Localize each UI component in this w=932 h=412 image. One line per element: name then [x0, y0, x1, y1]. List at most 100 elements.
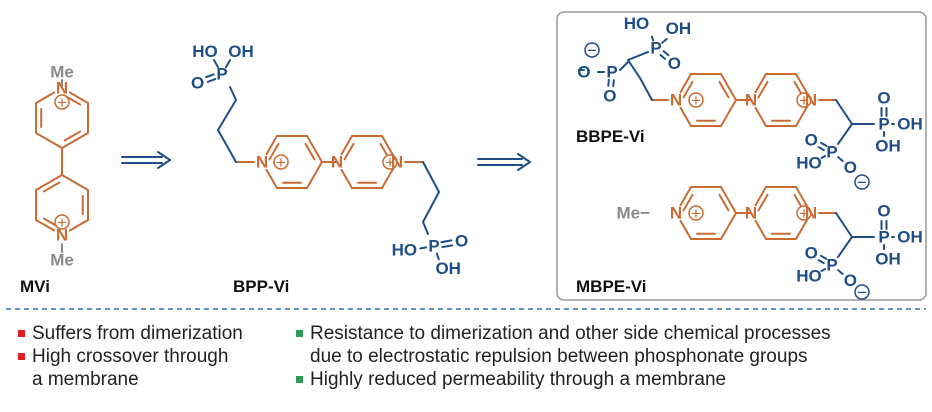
arrow-head [517, 153, 531, 163]
ring-bond [754, 73, 767, 94]
oxygen-group: HO [392, 241, 418, 260]
charge-circle [854, 174, 870, 190]
ring-bond [35, 219, 56, 232]
drawback-text: a membrane [32, 369, 139, 390]
ring-double-bond [718, 80, 730, 99]
positive-charge: + [385, 153, 395, 172]
chain-bond [422, 191, 440, 223]
ring-double-bond [42, 181, 61, 193]
oxygen-group: OH [666, 19, 692, 38]
bond [661, 38, 668, 44]
chain-bond [627, 51, 649, 61]
bond [837, 156, 844, 162]
drawbacks-list: Suffers from dimerization High crossover… [18, 322, 243, 391]
oxygen-group: O [805, 244, 818, 263]
phosphorus-atom: P [826, 143, 837, 162]
ring-bond [35, 91, 56, 104]
oxygen-group: OH [435, 259, 461, 278]
chain-bond [639, 77, 653, 101]
double-bond [817, 146, 825, 152]
chain-bond [229, 86, 237, 101]
chain-bond [835, 212, 853, 238]
bond [820, 268, 827, 272]
double-bond [820, 254, 828, 260]
bond [225, 59, 231, 69]
charge-circle [854, 284, 870, 300]
double-bond [205, 73, 215, 79]
ring-bond [679, 106, 692, 127]
phosphorus-atom: P [878, 115, 889, 134]
chain-bond [422, 221, 429, 235]
phosphorus-atom: P [878, 228, 889, 247]
ring-bond [61, 132, 89, 149]
compound-label: MVi [20, 277, 50, 296]
advantage-item: Resistance to dimerization and other sid… [296, 322, 831, 345]
oxygen-group: O [805, 131, 818, 150]
bond [650, 35, 655, 42]
oxygen-group: O [877, 89, 890, 108]
oxygen-group: O [877, 202, 890, 221]
ring-bond [35, 174, 63, 191]
ring-bond [340, 168, 353, 189]
oxygen-group: O [844, 158, 857, 177]
nitrogen-atom: N [256, 153, 268, 172]
oxygen-group: O [603, 86, 616, 105]
drawback-text: High crossover through [32, 346, 229, 367]
ring-bond [265, 168, 278, 189]
compound-panel [556, 11, 927, 301]
double-bond [440, 239, 453, 244]
oxygen-group: OH [875, 137, 901, 156]
ring-bond [679, 73, 692, 94]
chain-bond [627, 59, 641, 79]
bond [435, 252, 440, 261]
positive-charge: + [691, 91, 701, 110]
chain-bond [422, 161, 440, 193]
double-bond [662, 50, 670, 57]
ring-bond [754, 106, 767, 127]
green-square-bullet [296, 330, 303, 337]
chain-bond [217, 99, 237, 131]
phosphorus-atom: P [826, 256, 837, 275]
oxygen-group: OH [875, 250, 901, 269]
double-bond [612, 79, 615, 88]
arrow-head [157, 159, 171, 169]
phosphorus-atom: P [428, 237, 439, 256]
ring-bond [61, 174, 89, 191]
oxygen-group: O [455, 232, 468, 251]
positive-charge: + [57, 93, 67, 112]
arrow-head [517, 161, 531, 171]
oxygen-group: O [844, 271, 857, 290]
compound-label: MBPE-Vi [576, 277, 647, 296]
ring-double-bond [682, 80, 694, 99]
charge-circle [688, 205, 704, 221]
negative-charge: − [587, 41, 597, 60]
oxygen-group: HO [796, 154, 822, 173]
drawback-item: Suffers from dimerization [18, 322, 243, 345]
advantages-list: Resistance to dimerization and other sid… [296, 322, 831, 391]
nitrogen-atom: N [805, 204, 817, 223]
ring-bond [306, 161, 323, 189]
oxygen-group: O [668, 54, 681, 73]
ring-bond [754, 219, 767, 240]
double-bond [817, 259, 825, 265]
drawback-item: High crossover through [18, 345, 243, 368]
ring-double-bond [757, 80, 769, 99]
bond [619, 61, 629, 71]
nitrogen-atom: N [56, 79, 68, 98]
drawback-text: Suffers from dimerization [32, 323, 243, 344]
nitrogen-atom: N [391, 153, 403, 172]
red-square-bullet [18, 353, 25, 360]
ring-bond [340, 135, 353, 156]
compound-label: BBPE-Vi [576, 127, 645, 146]
negative-charge: − [857, 173, 867, 192]
ring-bond [720, 73, 737, 101]
phosphorus-atom: P [606, 63, 617, 82]
nitrogen-atom: N [805, 91, 817, 110]
positive-charge: + [799, 91, 809, 110]
red-square-bullet [18, 330, 25, 337]
nitrogen-atom: N [56, 226, 68, 245]
chain-bond [837, 123, 853, 145]
methyl-group: Me [50, 63, 74, 82]
double-bond [607, 78, 610, 87]
